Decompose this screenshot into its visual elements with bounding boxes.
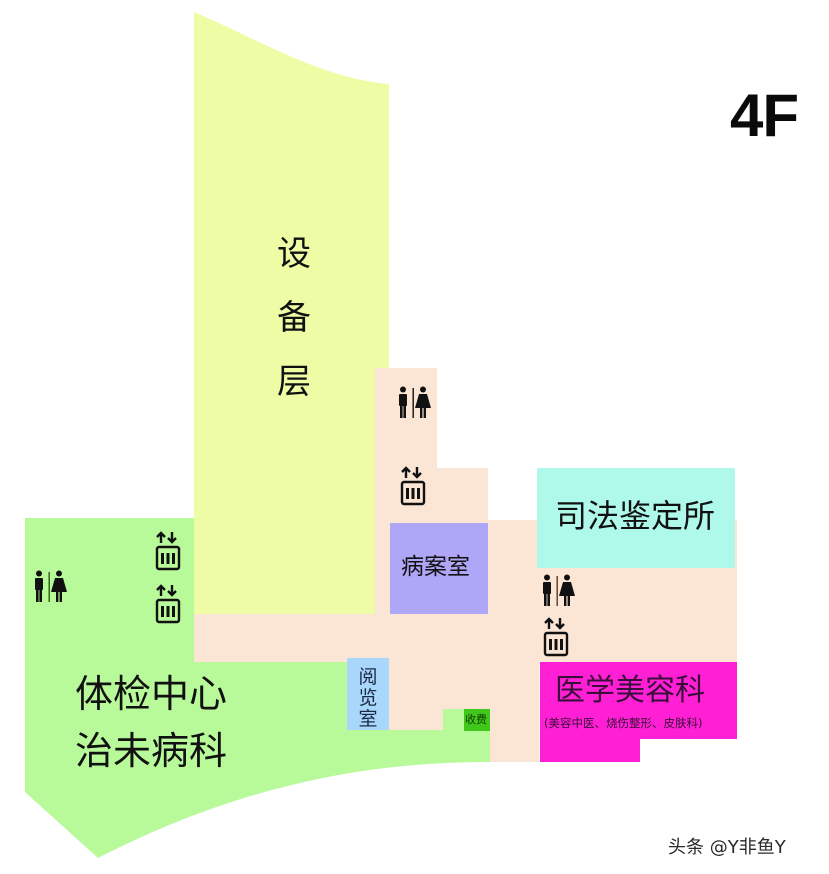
room-cosmetic-extension[interactable] xyxy=(540,738,640,762)
room-forensic-label: 司法鉴定所 xyxy=(555,497,716,535)
room-checkup-label-line1: 体检中心 xyxy=(75,672,228,716)
room-checkup-label-line2: 治未病科 xyxy=(75,729,228,773)
elevator-icon xyxy=(543,617,569,657)
elevator-icon xyxy=(155,584,181,624)
room-records-label: 病案室 xyxy=(401,554,470,580)
room-cashier-label: 收费 xyxy=(465,713,487,726)
room-cosmetic[interactable]: 医学美容科 (美容中医、烧伤整形、皮肤科) xyxy=(540,662,737,739)
room-reading[interactable]: 阅 览 室 xyxy=(347,658,389,730)
room-cosmetic-sublabel: (美容中医、烧伤整形、皮肤科) xyxy=(544,716,703,730)
elevator-icon xyxy=(155,531,181,571)
room-cosmetic-label: 医学美容科 xyxy=(555,673,705,708)
watermark: 头条 @Y非鱼Y xyxy=(668,837,786,858)
room-equipment-shape[interactable] xyxy=(194,12,389,614)
restroom-icon xyxy=(35,570,67,602)
room-cashier[interactable]: 收费 xyxy=(464,709,490,731)
room-reading-label: 阅 览 室 xyxy=(358,666,378,730)
restroom-icon xyxy=(543,574,575,606)
restroom-icon xyxy=(399,386,431,418)
room-records[interactable]: 病案室 xyxy=(390,523,488,614)
room-checkup-shape[interactable] xyxy=(25,518,490,858)
room-forensic[interactable]: 司法鉴定所 xyxy=(537,468,735,568)
floor-label: 4F xyxy=(730,82,799,149)
room-equipment-label: 设 备 层 xyxy=(277,234,311,402)
elevator-icon xyxy=(400,466,426,506)
